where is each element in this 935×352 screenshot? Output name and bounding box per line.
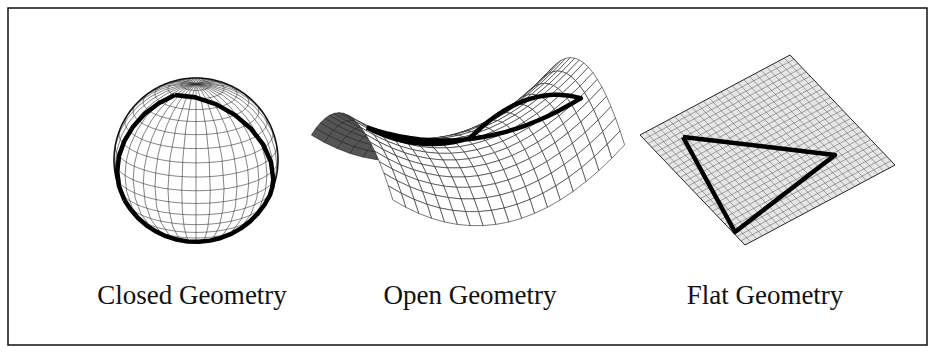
saddle-figure: [311, 58, 624, 226]
grid-line: [733, 152, 883, 232]
plane-outline: [640, 55, 895, 245]
surface-patch: [388, 186, 405, 207]
grid-line: [741, 161, 891, 241]
grid-line: [755, 73, 860, 183]
grid-lines: [114, 78, 278, 242]
plane-figure: [640, 55, 895, 245]
caption-label: Open Geometry: [383, 280, 556, 311]
frame: [8, 8, 927, 345]
grid-line: [761, 70, 866, 180]
grid-line: [737, 157, 887, 237]
grid-line: [773, 64, 878, 174]
sphere-figure: [114, 78, 278, 242]
caption-label: Flat Geometry: [687, 280, 844, 311]
caption-label: Closed Geometry: [97, 280, 287, 311]
grid-line: [767, 67, 872, 177]
grid-line: [729, 148, 879, 228]
grid-line: [717, 135, 867, 215]
sphere-outline: [114, 78, 278, 242]
hyperbolic-triangle: [367, 95, 581, 144]
flat-triangle: [683, 137, 835, 232]
spherical-triangle: [117, 95, 273, 242]
